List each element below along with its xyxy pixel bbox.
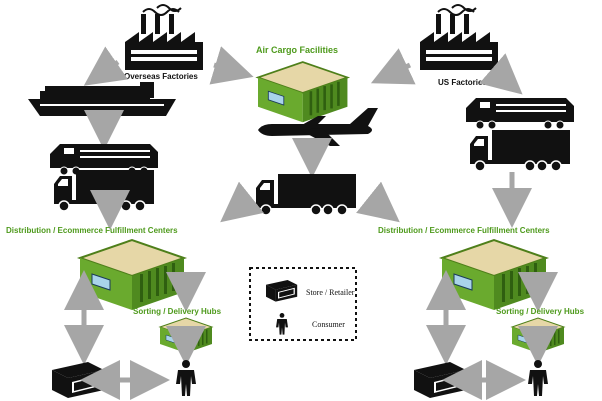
dc-left-label: Distribution / Ecommerce Fulfillment Cen… <box>6 226 178 235</box>
dc-right-warehouse-icon <box>441 239 547 311</box>
store-right-icon <box>414 362 466 398</box>
arrow-overseas-to-air <box>209 46 254 85</box>
overseas-factories-label: Overseas Factories <box>124 72 198 81</box>
us-factory-icon <box>419 4 499 71</box>
consumer-left-icon <box>176 360 196 396</box>
arrow-us-to-air <box>370 48 416 85</box>
legend-consumer-label: Consumer <box>312 320 345 329</box>
hub-left-warehouse-icon <box>159 317 213 354</box>
cargo-ship-icon <box>28 82 176 116</box>
train-right-icon <box>465 97 575 130</box>
legend: Store / Retailer Consumer <box>249 267 357 341</box>
truck-right-icon <box>469 129 571 172</box>
dc-left-warehouse-icon <box>79 239 185 311</box>
us-factories-label: US Factories <box>438 78 487 87</box>
store-left-icon <box>52 362 104 398</box>
truck-center-icon <box>255 173 357 216</box>
legend-store-label: Store / Retailer <box>306 288 355 297</box>
air-cargo-label: Air Cargo Facilities <box>256 45 338 55</box>
dc-right-label: Distribution / Ecommerce Fulfillment Cen… <box>378 226 550 235</box>
arrow-us-to-train <box>479 53 523 95</box>
air-cargo-warehouse-icon <box>257 61 349 124</box>
consumer-right-icon <box>528 360 548 396</box>
hub-left-label: Sorting / Delivery Hubs <box>133 307 222 316</box>
arrow-truck-to-dc-right-center <box>356 181 400 223</box>
arrow-truck-to-dc-left-center <box>220 181 264 223</box>
truck-left-icon <box>53 169 155 212</box>
hub-right-warehouse-icon <box>511 317 565 354</box>
overseas-factory-icon <box>124 4 204 71</box>
hub-right-label: Sorting / Delivery Hubs <box>496 307 585 316</box>
legend-box <box>249 267 357 341</box>
arrow-overseas-to-ship <box>83 46 129 86</box>
